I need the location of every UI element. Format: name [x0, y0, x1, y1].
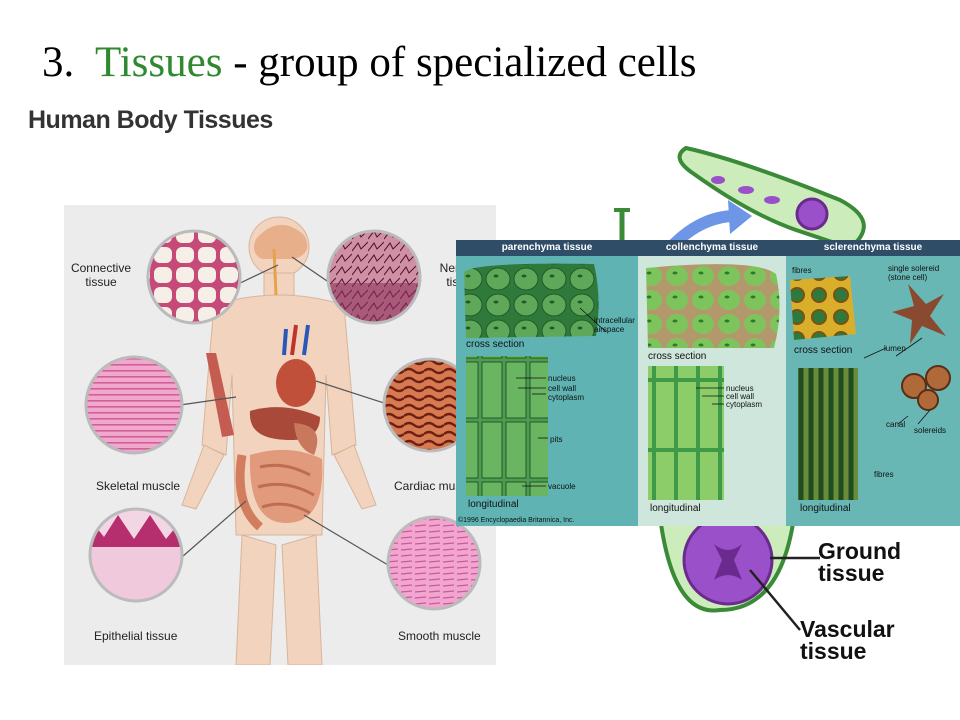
- title-sclerenchyma: sclerenchyma tissue: [823, 242, 923, 253]
- label-nucleus: nucleus: [548, 374, 576, 383]
- title-parenchyma: parenchyma tissue: [501, 242, 593, 253]
- label-pits: pits: [550, 435, 563, 444]
- label-collenchyma-nucleus: nucleus: [726, 384, 754, 393]
- slide-number: 3.: [42, 39, 75, 86]
- title-keyword: Tissues: [94, 39, 223, 86]
- label-sclerenchyma-cross-section: cross section: [794, 345, 853, 356]
- label-epithelial-tissue: Epithelial tissue: [94, 629, 178, 643]
- plant-tissue-drawings: [464, 263, 951, 500]
- label-collenchyma-cytoplasm: cytoplasm: [726, 400, 763, 409]
- label-sclerenchyma-longitudinal: longitudinal: [800, 503, 851, 514]
- label-solereids: solereids: [914, 426, 947, 435]
- plant-tissue-types-figure: parenchyma tissue collenchyma tissue scl…: [456, 240, 960, 526]
- label-connective-tissue: Connective tissue: [70, 261, 132, 289]
- label-ground-tissue: Ground tissue: [818, 538, 902, 586]
- label-collenchyma-cell-wall: cell wall: [726, 392, 755, 401]
- title-collenchyma: collenchyma tissue: [665, 242, 759, 253]
- label-skeletal-muscle: Skeletal muscle: [96, 479, 181, 493]
- header-bar: [456, 240, 960, 256]
- human-tissues-heading: Human Body Tissues: [28, 106, 273, 134]
- label-vacuole: vacuole: [548, 482, 576, 491]
- label-parenchyma-cross-section: cross section: [466, 339, 525, 350]
- label-sclerenchyma-fibres: fibres: [874, 470, 894, 479]
- label-lumen: lumen: [884, 344, 906, 353]
- label-collenchyma-longitudinal: longitudinal: [650, 503, 701, 514]
- label-parenchyma-longitudinal: longitudinal: [468, 499, 519, 510]
- label-copyright: ©1996 Encyclopaedia Britannica, Inc.: [458, 517, 575, 524]
- title-rest: - group of specialized cells: [222, 39, 697, 86]
- label-solereid: single solereid (stone cell): [888, 264, 940, 282]
- label-cell-wall: cell wall: [548, 384, 577, 393]
- slide-title: 3. Tissues - group of specialized cells: [42, 38, 697, 87]
- label-canal: canal: [886, 420, 906, 429]
- label-vascular-tissue: Vascular tissue: [800, 616, 895, 664]
- label-fibres: fibres: [792, 266, 812, 275]
- label-cytoplasm: cytoplasm: [548, 393, 585, 402]
- label-smooth-muscle: Smooth muscle: [398, 629, 481, 643]
- human-body-figure: Connective tissue Nervous tissue Skeleta…: [64, 205, 496, 665]
- label-intercellular-airspace: intracellular airspace: [594, 316, 635, 334]
- label-collenchyma-cross-section: cross section: [648, 351, 707, 362]
